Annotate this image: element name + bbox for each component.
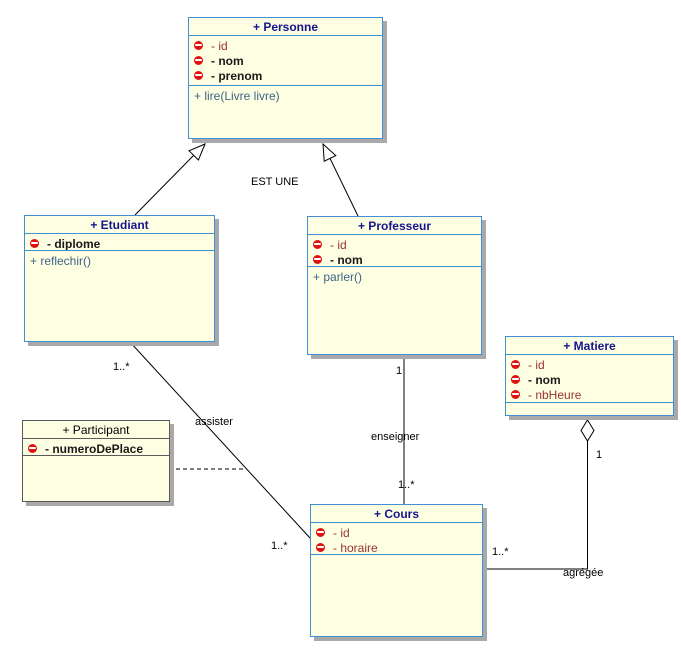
- private-visibility-icon: [511, 360, 520, 369]
- multiplicity-cours-agregee: 1..*: [492, 546, 509, 558]
- class-etudiant-title: + Etudiant: [25, 216, 214, 234]
- private-visibility-icon: [30, 239, 39, 248]
- private-visibility-icon: [28, 444, 37, 453]
- personne-attributes-compartment: - id - nom - prenom: [189, 36, 382, 86]
- aggregation-label-agregee: agrégée: [563, 567, 604, 579]
- class-participant[interactable]: + Participant - numeroDePlace: [22, 420, 170, 502]
- attribute-row: - id: [311, 525, 482, 540]
- etudiant-methods-compartment: + reflechir(): [25, 251, 214, 341]
- class-cours-title: + Cours: [311, 505, 482, 523]
- private-visibility-icon: [194, 71, 203, 80]
- aggregation-agregee[interactable]: [484, 441, 588, 570]
- private-visibility-icon: [313, 240, 322, 249]
- class-etudiant[interactable]: + Etudiant - diplome + reflechir(): [24, 215, 215, 342]
- class-professeur-title: + Professeur: [308, 217, 481, 235]
- class-personne-title: + Personne: [189, 18, 382, 36]
- private-visibility-icon: [316, 528, 325, 537]
- generalization-arrowhead-left-icon: [188, 143, 206, 161]
- multiplicity-etudiant-assister: 1..*: [113, 361, 130, 373]
- association-assister[interactable]: [129, 341, 311, 539]
- attribute-row: - prenom: [189, 68, 382, 83]
- private-visibility-icon: [194, 41, 203, 50]
- participant-attributes-compartment: - numeroDePlace: [23, 439, 169, 456]
- attribute-name: - id: [330, 237, 347, 252]
- attribute-name: - nom: [330, 252, 363, 267]
- personne-methods-compartment: + lire(Livre livre): [189, 86, 382, 138]
- cours-attributes-compartment: - id - horaire: [311, 523, 482, 555]
- participant-methods-compartment: [23, 456, 169, 501]
- method-name: + reflechir(): [30, 254, 92, 268]
- attribute-name: - id: [528, 357, 545, 372]
- class-cours[interactable]: + Cours - id - horaire: [310, 504, 483, 637]
- attribute-row: - nom: [189, 53, 382, 68]
- class-matiere[interactable]: + Matiere - id - nom - nbHeure: [505, 336, 674, 416]
- generalization-label-est-une: EST UNE: [251, 176, 299, 188]
- professeur-methods-compartment: + parler(): [308, 267, 481, 354]
- multiplicity-cours-enseigner: 1..*: [398, 479, 415, 491]
- generalization-etudiant-personne[interactable]: [134, 154, 195, 216]
- attribute-row: - id: [506, 357, 673, 372]
- professeur-attributes-compartment: - id - nom: [308, 235, 481, 267]
- attribute-name: - nom: [528, 372, 561, 387]
- private-visibility-icon: [511, 375, 520, 384]
- multiplicity-matiere-agregee: 1: [596, 449, 603, 461]
- attribute-name: - numeroDePlace: [45, 441, 144, 456]
- attribute-row: - diplome: [25, 236, 214, 251]
- method-name: + lire(Livre livre): [194, 89, 280, 103]
- attribute-name: - diplome: [47, 236, 101, 251]
- attribute-name: - id: [333, 525, 350, 540]
- etudiant-attributes-compartment: - diplome: [25, 234, 214, 251]
- class-participant-title: + Participant: [23, 421, 169, 439]
- matiere-attributes-compartment: - id - nom - nbHeure: [506, 355, 673, 403]
- association-label-enseigner: enseigner: [371, 431, 420, 443]
- aggregation-diamond-icon: [580, 419, 595, 442]
- private-visibility-icon: [194, 56, 203, 65]
- method-name: + parler(): [313, 270, 363, 284]
- attribute-row: - numeroDePlace: [23, 441, 169, 456]
- class-professeur[interactable]: + Professeur - id - nom + parler(): [307, 216, 482, 355]
- attribute-name: - id: [211, 38, 228, 53]
- attribute-row: - horaire: [311, 540, 482, 555]
- generalization-professeur-personne[interactable]: [329, 158, 359, 217]
- private-visibility-icon: [316, 543, 325, 552]
- attribute-name: - nbHeure: [528, 387, 582, 402]
- multiplicity-professeur-enseigner: 1: [396, 365, 403, 377]
- attribute-name: - nom: [211, 53, 244, 68]
- generalization-arrowhead-right-icon: [322, 142, 337, 162]
- attribute-row: - nom: [308, 252, 481, 267]
- attribute-name: - prenom: [211, 68, 263, 83]
- private-visibility-icon: [313, 255, 322, 264]
- attribute-row: - id: [308, 237, 481, 252]
- association-label-assister: assister: [195, 416, 233, 428]
- class-matiere-title: + Matiere: [506, 337, 673, 355]
- attribute-row: - id: [189, 38, 382, 53]
- cours-methods-compartment: [311, 555, 482, 636]
- attribute-row: - nom: [506, 372, 673, 387]
- matiere-methods-compartment: [506, 403, 673, 415]
- attribute-row: - nbHeure: [506, 387, 673, 402]
- private-visibility-icon: [511, 390, 520, 399]
- class-personne[interactable]: + Personne - id - nom - prenom + lire(Li…: [188, 17, 383, 139]
- multiplicity-cours-assister: 1..*: [271, 540, 288, 552]
- attribute-name: - horaire: [333, 540, 378, 555]
